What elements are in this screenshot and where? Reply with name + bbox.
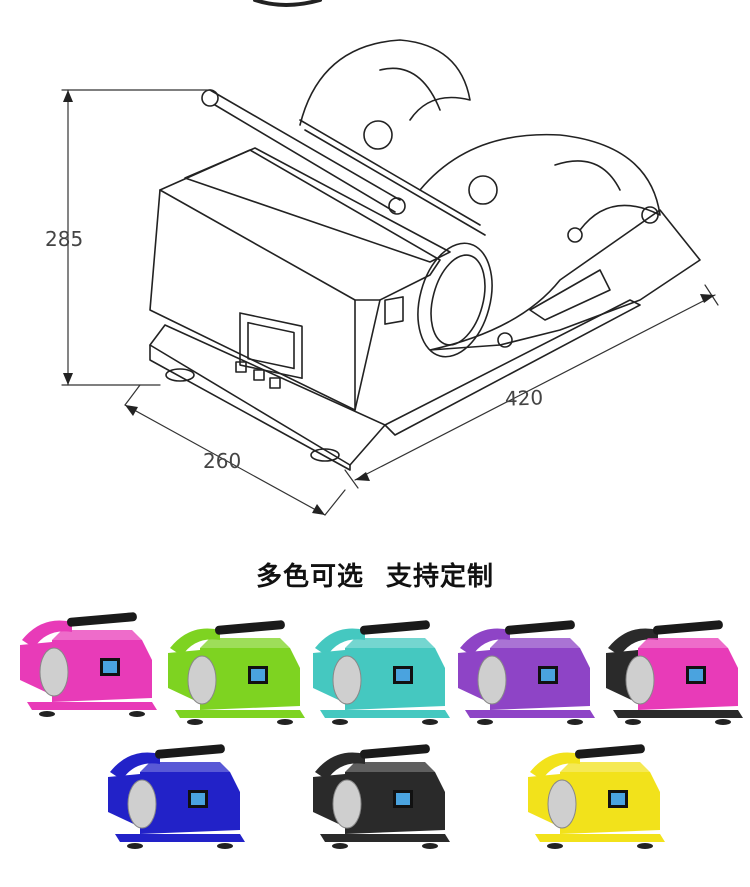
product-variant-image [20, 612, 157, 717]
gear-left [363, 120, 393, 150]
base-plate [149, 324, 386, 466]
product-variant-image [528, 744, 665, 849]
dim-width-label: 420 [505, 385, 544, 410]
dim-depth-label: 260 [203, 449, 241, 473]
dimension-lines [61, 89, 719, 516]
product-variant-image [606, 620, 743, 725]
handle-arc-right [419, 133, 661, 231]
color-options-headline: 多色可选 支持定制 [0, 556, 750, 593]
gear-right [468, 175, 498, 205]
product-variant-image [108, 744, 245, 849]
handle-arc-left [299, 39, 471, 126]
headline-part2: 支持定制 [386, 562, 495, 592]
side-frame [429, 209, 701, 351]
product-variant-image [313, 620, 450, 725]
power-switch [384, 296, 404, 325]
top-arc-fragment [253, 0, 322, 7]
product-variant-image [458, 620, 595, 725]
machine-body [149, 149, 441, 411]
headline-part1: 多色可选 [255, 562, 364, 592]
technical-drawing: 285 420 260 [45, 0, 719, 516]
product-variant-image [168, 620, 305, 725]
control-screen [239, 312, 303, 380]
dim-height-label: 285 [45, 227, 83, 251]
product-variant-image [313, 744, 450, 849]
mug-ring [417, 242, 493, 358]
handle-bar [209, 89, 401, 213]
